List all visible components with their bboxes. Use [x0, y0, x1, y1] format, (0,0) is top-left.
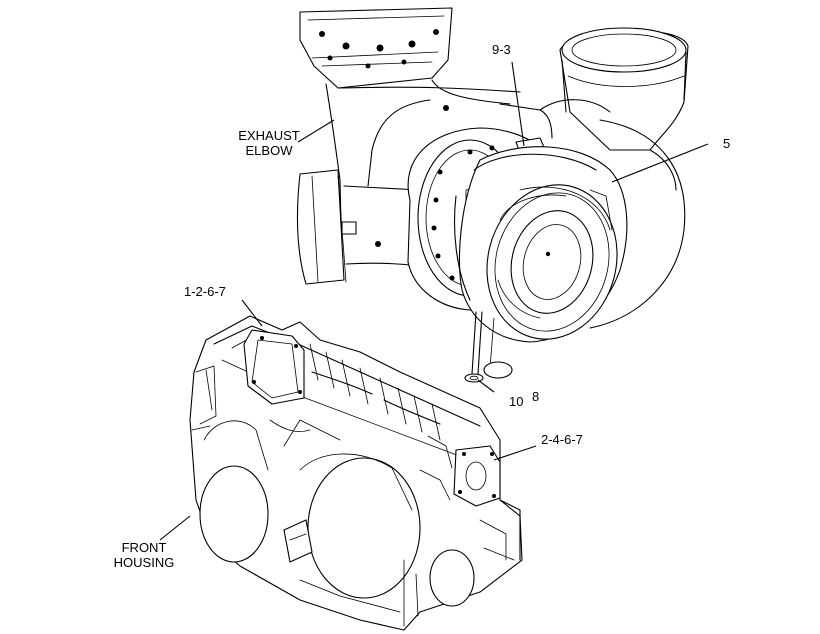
leader-10 — [477, 379, 495, 393]
leader-9-3 — [511, 61, 525, 147]
exhaust-elbow-label-line1: EXHAUST — [238, 128, 300, 143]
callout-5: 5 — [723, 136, 731, 151]
callout-1-2-6-7: 1-2-6-7 — [184, 284, 226, 299]
leader-front-housing — [159, 515, 191, 541]
leader-1-2-6-7 — [241, 299, 263, 327]
callout-10: 10 — [509, 394, 524, 409]
callout-2-4-6-7: 2-4-6-7 — [541, 432, 583, 447]
gasket-washers — [464, 361, 513, 383]
front-housing-label-line1: FRONT — [121, 540, 167, 555]
turbine-housing — [407, 127, 628, 375]
callout-8: 8 — [532, 389, 540, 404]
leader-lines — [159, 61, 709, 541]
leader-2-4-6-7 — [493, 445, 537, 461]
front-housing-label: FRONT HOUSING — [104, 540, 184, 570]
leader-5 — [611, 143, 709, 183]
exhaust-elbow-label-line2: ELBOW — [245, 143, 293, 158]
front-housing — [189, 315, 523, 631]
leader-exhaust-elbow — [297, 119, 335, 143]
callout-9-3: 9-3 — [492, 42, 511, 57]
front-housing-label-line2: HOUSING — [113, 555, 175, 570]
compressor-inlet — [539, 27, 689, 329]
exhaust-elbow-label: EXHAUST ELBOW — [232, 128, 306, 158]
exhaust-elbow — [296, 7, 553, 285]
